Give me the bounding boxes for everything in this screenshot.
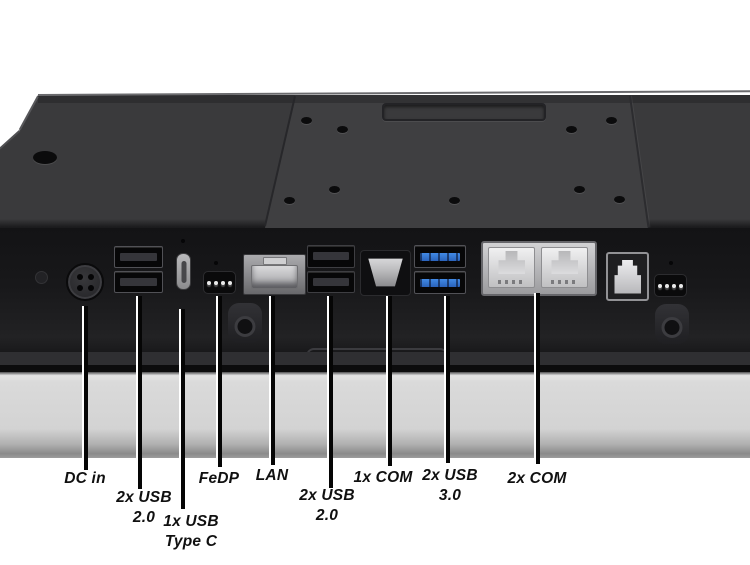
bezel-shadow xyxy=(0,365,750,372)
lan-jack xyxy=(251,265,298,289)
port-label-usb2-left: 2x USB 2.0 xyxy=(116,489,172,526)
port-label-usb2-mid: 2x USB 2.0 xyxy=(299,487,355,524)
callout-line-lan xyxy=(269,296,275,465)
dual-com-rj45-ports xyxy=(481,241,597,296)
vesa-hole xyxy=(284,197,295,204)
pin-hole xyxy=(181,239,185,243)
port-label-dc-in: DC in xyxy=(64,470,106,487)
usb-a-port xyxy=(414,271,466,294)
port-label-usb3: 2x USB 3.0 xyxy=(422,467,478,504)
pin-hole xyxy=(669,261,673,265)
callout-line-com2 xyxy=(534,293,540,464)
usb-2.0-dual-port-left xyxy=(114,246,163,293)
usb-a-port xyxy=(307,245,355,268)
com-serial-port xyxy=(360,250,411,296)
usb-a-port xyxy=(114,271,163,293)
fedp-connector xyxy=(203,271,236,294)
vesa-hole xyxy=(329,186,340,193)
callout-line-com1 xyxy=(386,296,392,466)
vesa-hole xyxy=(337,126,348,133)
screw-boss xyxy=(228,303,262,343)
rj45-port-right xyxy=(606,252,649,301)
usb-3.0-dual-port xyxy=(414,245,466,294)
small-connector-right xyxy=(654,274,687,297)
vesa-hole xyxy=(301,117,312,124)
callout-line-usb2-left xyxy=(136,296,142,489)
handle-recess xyxy=(382,103,546,121)
vesa-hole xyxy=(574,186,585,193)
vesa-hole xyxy=(614,196,625,203)
usb-type-c-port xyxy=(176,253,191,290)
screw-boss xyxy=(655,304,689,344)
vesa-hole xyxy=(606,117,617,124)
vesa-hole xyxy=(449,197,460,204)
screw-head xyxy=(35,271,48,284)
rj45-jack xyxy=(488,247,535,288)
port-label-fedp: FeDP xyxy=(198,470,240,487)
silver-trim xyxy=(0,372,750,458)
usb-a-port xyxy=(114,246,163,268)
callout-line-fedp xyxy=(216,296,222,467)
port-label-com1: 1x COM xyxy=(353,469,413,486)
callout-line-usb2-mid xyxy=(327,296,333,488)
lan-clip xyxy=(262,257,287,265)
lan-port xyxy=(243,254,306,295)
port-label-lan: LAN xyxy=(255,467,289,484)
callout-line-usb3 xyxy=(444,296,450,463)
usb-2.0-dual-port-mid xyxy=(307,245,355,293)
callout-line-usb-type-c xyxy=(179,309,185,509)
callout-line-dc-in xyxy=(82,306,88,470)
pin-hole xyxy=(214,261,218,265)
dc-pins xyxy=(77,274,83,280)
top-chamfer xyxy=(38,95,750,103)
usb-a-port xyxy=(414,245,466,268)
mount-hole xyxy=(33,151,57,164)
port-label-usb-type-c: 1x USB Type C xyxy=(163,513,219,550)
port-label-com2: 2x COM xyxy=(507,470,567,487)
usb-a-port xyxy=(307,270,355,293)
io-port-band xyxy=(0,228,750,372)
dc-in-connector xyxy=(66,263,104,301)
bezel-highlight xyxy=(0,352,750,365)
rj45-jack xyxy=(541,247,588,288)
vesa-hole xyxy=(566,126,577,133)
